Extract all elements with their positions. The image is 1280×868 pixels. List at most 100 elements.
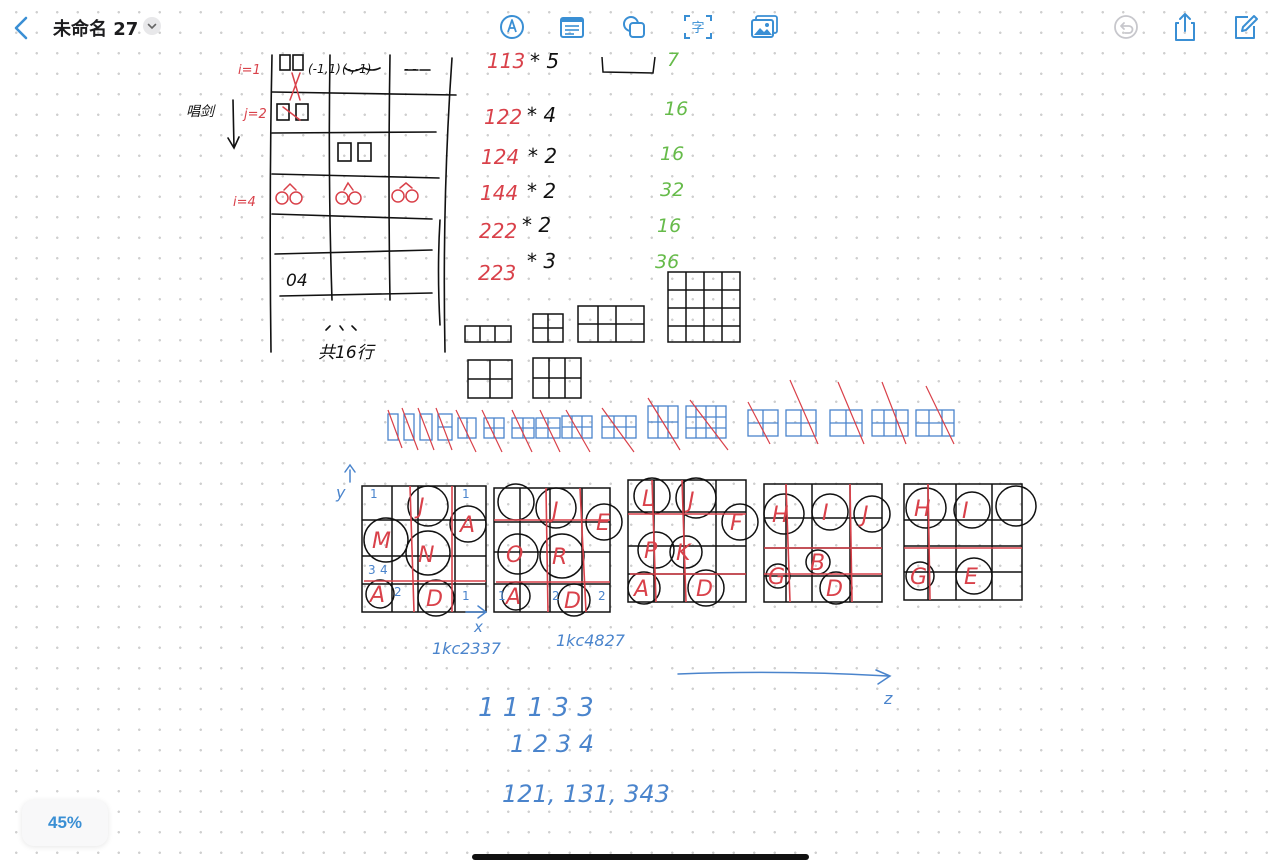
eq-op-5: * 2 (522, 213, 551, 237)
grid-number: 2 (598, 589, 606, 603)
home-indicator (472, 854, 809, 860)
blue-notes: y x z 1kc2337 1kc4827 1 1 1 3 3 1 2 3 4 … (335, 483, 893, 808)
left-table-sketch (227, 54, 457, 353)
axis-arrows (344, 463, 892, 685)
pen-tool-icon (500, 15, 524, 39)
row-count-note: 共16行 (318, 343, 377, 363)
eq-lhs-4: 144 (480, 181, 518, 205)
share-icon (1175, 13, 1195, 41)
top-toolbar: 未命名 27 字 (0, 0, 1280, 56)
new-note-icon (1235, 15, 1258, 39)
grid-letter: I (822, 501, 829, 526)
eq-result-4: 32 (660, 179, 684, 201)
count-note-b: 1kc4827 (556, 631, 626, 650)
grid-letter: J (858, 503, 869, 528)
eq-result-1: 7 (667, 49, 679, 71)
eq-result-2: 16 (664, 98, 688, 120)
table-cell-2: (-,-1) (342, 62, 371, 76)
row-label-j2: j=2 (242, 107, 267, 122)
undo-icon (1114, 15, 1138, 39)
zoom-level-button[interactable]: 45% (22, 800, 108, 846)
grid-number: 3 (368, 563, 376, 577)
red-annotations (275, 72, 419, 205)
zoom-level-label: 45% (47, 813, 83, 832)
grid-number: 4 (380, 563, 388, 577)
eq-lhs-5: 222 (479, 219, 517, 243)
grid-letter: I (962, 499, 969, 524)
grid-letter: O (506, 543, 523, 568)
eq-lhs-6: 223 (478, 261, 516, 285)
eq-op-4: * 2 (527, 179, 556, 203)
grid-letter: A (504, 585, 521, 610)
grid-letter: E (964, 565, 978, 590)
grid-letter: R (552, 545, 567, 570)
shapes-button[interactable] (619, 12, 649, 42)
grid-letter: M (372, 529, 391, 554)
undo-button[interactable] (1111, 11, 1141, 43)
grid-number: 1 (370, 487, 378, 501)
row-label-i4: i=4 (233, 195, 256, 210)
red-strike-row (387, 379, 955, 453)
grid-letter: D (826, 577, 843, 602)
axis-y-label: y (335, 483, 346, 502)
axis-z-label: z (883, 689, 893, 708)
grid-letter: J (414, 495, 425, 520)
grid-number: 1 (462, 487, 470, 501)
axis-x-label: x (473, 618, 483, 636)
grid-letter: N (418, 543, 434, 568)
eq-lhs-1: 113 (487, 49, 525, 73)
new-note-button[interactable] (1230, 11, 1260, 43)
grid-number: 1 (462, 589, 470, 603)
row-label-i1: i=1 (238, 63, 261, 78)
back-button[interactable] (8, 12, 36, 44)
text-box-icon (560, 17, 584, 38)
equation-list: 113 * 5 7 122 * 4 16 124 * 2 16 144 * 2 … (478, 49, 688, 285)
side-label: 唱剑 (186, 104, 216, 120)
image-icon (751, 15, 778, 38)
eq-op-3: * 2 (528, 144, 557, 168)
grid-letter: H (772, 503, 789, 528)
sequence-2: 1 2 3 4 (510, 730, 594, 758)
grid-letter: E (596, 511, 610, 536)
grid-number: 1 (498, 589, 506, 603)
eq-op-2: * 4 (527, 103, 556, 127)
grid-sketches (464, 271, 741, 399)
character-glyph: 字 (691, 21, 704, 36)
table-cell-1: (-1,1) (308, 62, 341, 76)
grid-letter: F (730, 511, 743, 536)
table-cell-4: 04 (286, 271, 308, 291)
sequence-1: 1 1 1 3 3 (478, 693, 594, 723)
sequence-3: 121, 131, 343 (502, 780, 670, 808)
eq-result-5: 16 (657, 215, 681, 237)
grid-number: 2 (394, 585, 402, 599)
grid-letter: J (548, 499, 559, 524)
grid-letter: G (910, 565, 927, 590)
eq-result-3: 16 (660, 143, 684, 165)
table-cell-3: - - (404, 62, 416, 76)
grid-letter: A (368, 583, 385, 608)
eq-lhs-3: 124 (481, 145, 519, 169)
grid-letter: P (644, 539, 658, 564)
row-labels: i=1 j=2 i=4 唱剑 (-1,1) (-,-1) - - 04 共16行 (186, 62, 416, 363)
grid-letter: K (676, 541, 692, 566)
bracket-sketch (601, 56, 656, 74)
shapes-icon (623, 16, 645, 38)
share-button[interactable] (1170, 11, 1200, 43)
pen-tool-button[interactable] (497, 12, 527, 42)
grid-letter: D (696, 577, 713, 602)
grid-letter: L (642, 487, 654, 512)
insert-image-button[interactable] (750, 12, 780, 42)
grid-letter: G (768, 565, 785, 590)
grid-letter: B (810, 551, 825, 576)
text-recognition-button[interactable]: 字 (682, 12, 712, 42)
text-box-button[interactable] (557, 12, 587, 42)
grid-letter: J (684, 489, 695, 514)
eq-op-6: * 3 (527, 249, 556, 273)
title-menu-button[interactable] (143, 17, 161, 35)
document-title[interactable]: 未命名 27 (53, 19, 139, 40)
grid-letter: A (458, 513, 475, 538)
grid-letter: H (914, 497, 931, 522)
grid-letters: M J A N A D O J E R A D L J F P K A D H … (368, 487, 978, 614)
chevron-left-icon (14, 16, 28, 40)
